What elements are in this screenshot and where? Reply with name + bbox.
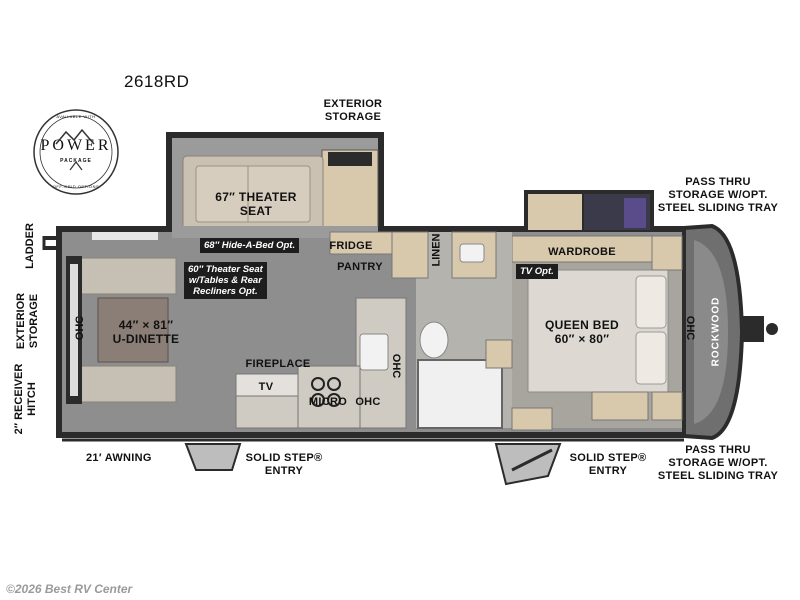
logo-bottom-arc: OFF-GRID OPTIONS <box>52 184 100 189</box>
logo-top-arc: AVAILABLE WITH <box>56 114 96 119</box>
entry-step-1 <box>184 443 242 471</box>
dinette-table <box>97 297 169 363</box>
label-tv: TV <box>258 381 274 393</box>
label-fireplace: FIREPLACE <box>245 358 311 370</box>
label-dinette: 44″ × 81″ U-DINETTE <box>112 318 180 346</box>
wardrobe <box>511 235 653 263</box>
dinette-bench-bottom <box>79 365 177 403</box>
label-micro: MICRO <box>308 396 348 408</box>
power-package-logo <box>33 109 119 195</box>
linen-cabinet <box>391 231 429 279</box>
label-exterior-storage-top: EXTERIOR STORAGE <box>323 98 383 123</box>
label-solid-step-2: SOLID STEP® ENTRY <box>569 452 647 477</box>
label-exterior-storage-side: EXTERIOR STORAGE <box>15 292 40 350</box>
pantry-fridge <box>329 231 393 255</box>
label-ohc-micro: OHC <box>355 396 381 408</box>
hitch <box>742 316 764 342</box>
label-ladder: LADDER <box>24 223 36 269</box>
label-fridge: FRIDGE <box>329 240 373 252</box>
logo-package-text: PACKAGE <box>60 158 92 164</box>
shower <box>417 359 503 429</box>
model-number: 2618RD <box>124 72 190 91</box>
label-receiver-hitch: 2″ RECEIVER HITCH <box>13 363 38 435</box>
label-ohc-rear: OHC <box>74 315 87 341</box>
stove-burners <box>311 377 341 407</box>
label-brand: ROCKWOOD <box>710 296 722 367</box>
tag-tv: TV Opt. <box>516 264 558 279</box>
dinette-bench-top <box>79 257 177 295</box>
label-theater-seat: 67″ THEATER SEAT <box>215 190 297 218</box>
label-queen-bed: QUEEN BED 60″ × 80″ <box>544 318 620 346</box>
label-solid-step-1: SOLID STEP® ENTRY <box>245 452 323 477</box>
sink <box>359 333 389 371</box>
label-pass-thru-bottom: PASS THRU STORAGE W/OPT. STEEL SLIDING T… <box>657 444 779 482</box>
tag-hide-a-bed: 68″ Hide-A-Bed Opt. <box>200 238 300 253</box>
toilet <box>419 321 449 359</box>
label-pantry: PANTRY <box>337 261 383 273</box>
label-awning: 21′ AWNING <box>86 452 152 464</box>
label-pass-thru-top: PASS THRU STORAGE W/OPT. STEEL SLIDING T… <box>657 176 779 214</box>
label-ohc-front: OHC <box>684 315 697 341</box>
label-wardrobe: WARDROBE <box>548 246 616 258</box>
logo-power-text: POWER <box>40 137 112 154</box>
label-linen: LINEN <box>430 233 443 267</box>
watermark: ©2026 Best RV Center <box>6 582 133 596</box>
label-ohc-kitchen: OHC <box>390 353 403 379</box>
tag-theater-recliners: 60″ Theater Seat w/Tables & Rear Recline… <box>184 262 267 299</box>
